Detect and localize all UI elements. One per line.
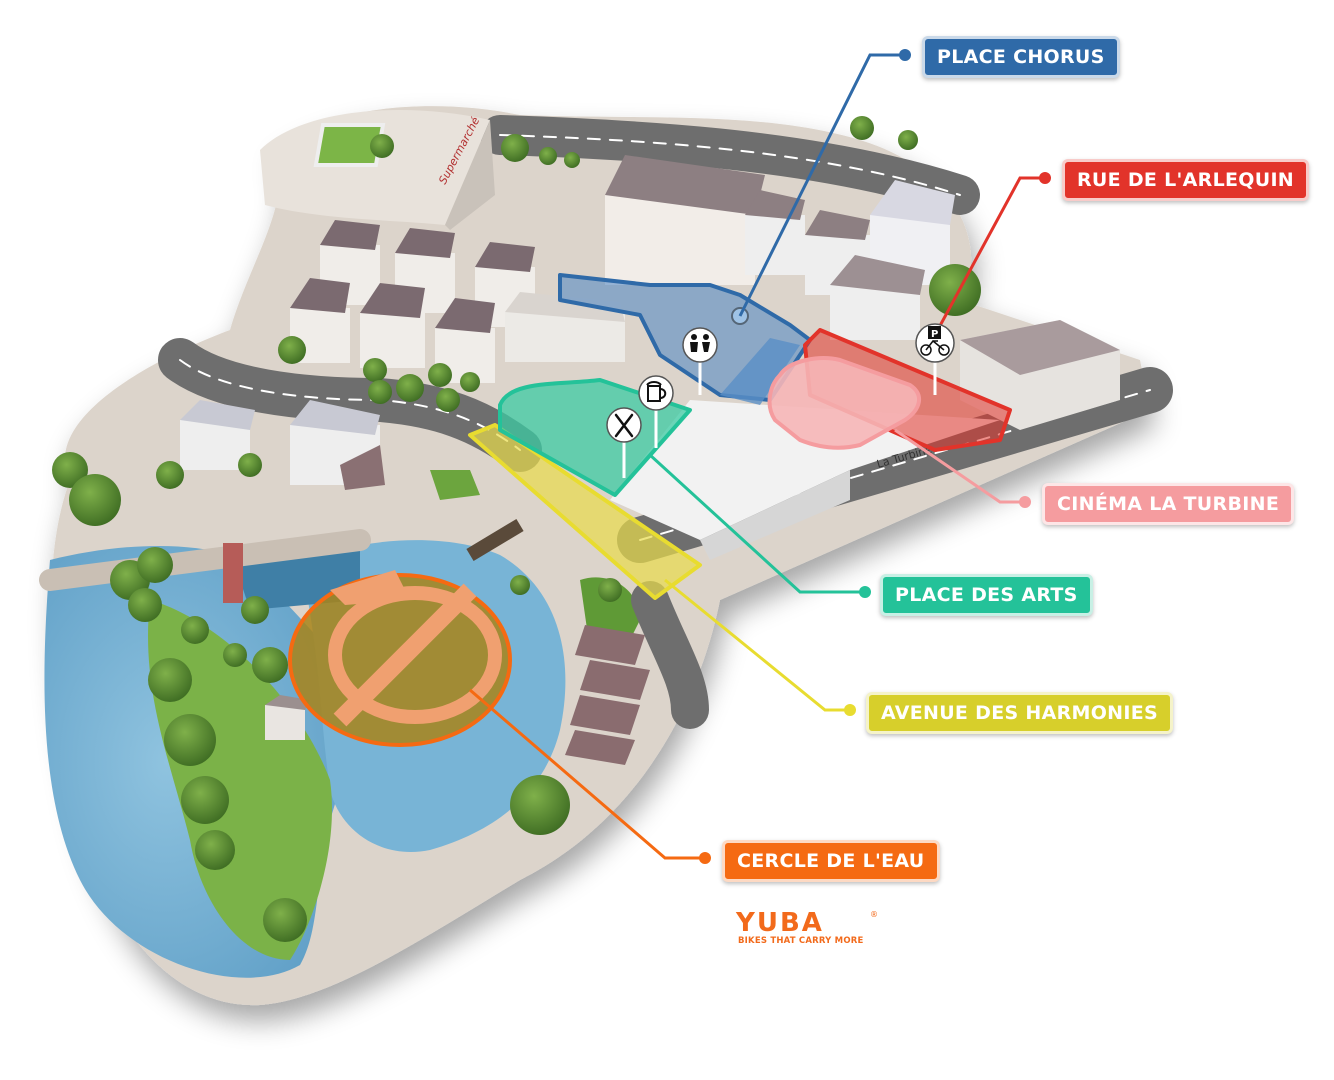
leader-avenue [664,578,856,716]
registered-mark: ® [870,910,878,919]
leader-lines [469,49,1051,864]
bike-parking-icon: P [920,326,950,356]
poi-bar[interactable] [638,375,674,411]
zone-cercle-de-leau[interactable] [288,518,524,747]
poi-restaurant[interactable] [606,407,642,443]
label-cinema-la-turbine[interactable]: CINÉMA LA TURBINE [1042,483,1295,525]
beer-mug-icon [646,381,667,402]
svg-text:P: P [931,329,938,340]
label-cercle-de-leau[interactable]: CERCLE DE L'EAU [722,840,940,882]
zone-cinema-la-turbine[interactable] [767,356,921,450]
poi-bike-parking[interactable]: P [915,323,955,363]
fork-knife-icon [614,413,634,438]
label-avenue-des-harmonies[interactable]: AVENUE DES HARMONIES [866,692,1174,734]
zone-place-des-arts[interactable] [498,378,692,497]
yuba-logo: YUBA ® BIKES THAT CARRY MORE [736,908,878,950]
toilets-icon [690,334,710,352]
leader-place-arts [648,453,871,598]
label-place-des-arts[interactable]: PLACE DES ARTS [880,574,1093,616]
houses [180,155,1120,765]
label-place-chorus[interactable]: PLACE CHORUS [922,36,1120,78]
zone-avenue-des-harmonies[interactable] [468,423,702,600]
supermarket-building: Supermarché [260,110,495,230]
leader-cinema [894,428,1031,508]
leader-rue-arlequin [933,172,1051,336]
poi-toilets[interactable] [682,327,718,363]
leader-place-chorus [738,49,911,317]
label-rue-de-larlequin[interactable]: RUE DE L'ARLEQUIN [1062,159,1310,201]
leader-cercle [469,688,711,864]
yuba-wordmark: YUBA [736,908,824,938]
trees [52,116,981,942]
yuba-tagline: BIKES THAT CARRY MORE [738,936,864,946]
